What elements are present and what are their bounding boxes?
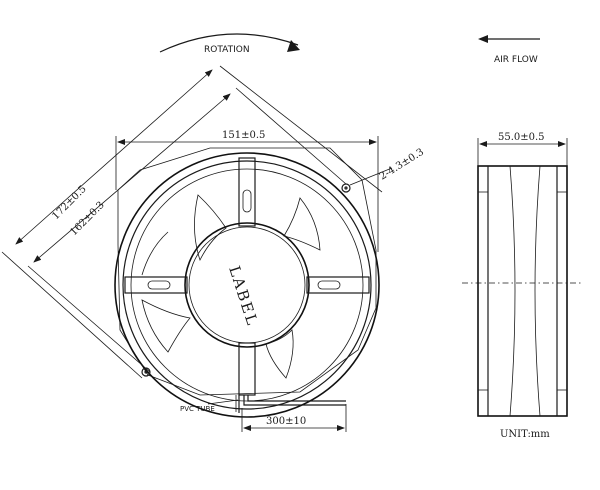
pvc-tube-leader [207, 399, 239, 405]
blade-2 [283, 197, 321, 251]
lead-wire-2 [243, 395, 346, 406]
width-dim-text: 151±0.5 [222, 130, 265, 141]
side-curve-right [534, 165, 541, 417]
diag172-ext-top [219, 65, 383, 193]
rotation-indicator: ROTATION [159, 33, 300, 55]
housing-inner-ring [122, 160, 372, 410]
blade-4 [265, 329, 294, 379]
strut-left [124, 276, 188, 294]
housing-outer-ring [114, 152, 380, 418]
strut-top [238, 157, 256, 227]
side-body-outline [477, 165, 568, 417]
depth-dim-text: 55.0±0.5 [498, 132, 545, 143]
venturi-ring [130, 168, 364, 402]
holes-leader [349, 167, 393, 186]
airflow-arrow-head [478, 35, 488, 43]
airflow-label: AIR FLOW [494, 55, 538, 65]
diag162-dim-line [33, 93, 231, 263]
rotation-arc [159, 33, 299, 53]
hub-label: LABEL [225, 264, 262, 329]
rotation-arrow-head [287, 40, 300, 52]
strut-bottom [238, 342, 256, 396]
holes-dim-text: 2-4.3±0.3 [378, 147, 426, 183]
diag162-ext-bottom [27, 265, 151, 373]
lead-wire-3 [247, 395, 346, 402]
blade-1 [194, 194, 227, 262]
lead-dim-text: 300±10 [266, 416, 306, 427]
side-curve-left [509, 165, 516, 417]
strut-left-slot [147, 280, 171, 290]
blade-5 [141, 231, 169, 276]
hub-outer [184, 222, 310, 348]
fan-front-view: LABEL PVC TUBE 300±10 151±0.5 2-4.3±0.3 … [1, 65, 426, 432]
diag162-ext-top [235, 87, 347, 185]
fan-side-view: 55.0±0.5 UNIT:mm [462, 132, 583, 440]
blade-3 [141, 299, 191, 353]
strut-top-slot [242, 189, 252, 213]
mount-hole-top-right [341, 183, 351, 193]
strut-right-slot [317, 280, 341, 290]
mount-hole-bottom-left-center [144, 370, 148, 374]
strut-right [306, 276, 370, 294]
diag172-ext-bottom [1, 251, 143, 379]
airflow-indicator: AIR FLOW [478, 35, 540, 65]
pvc-tube-label: PVC TUBE [180, 405, 215, 413]
rotation-label: ROTATION [204, 45, 250, 55]
mount-hole-top-right-center [344, 186, 348, 190]
units-label: UNIT:mm [500, 429, 550, 440]
